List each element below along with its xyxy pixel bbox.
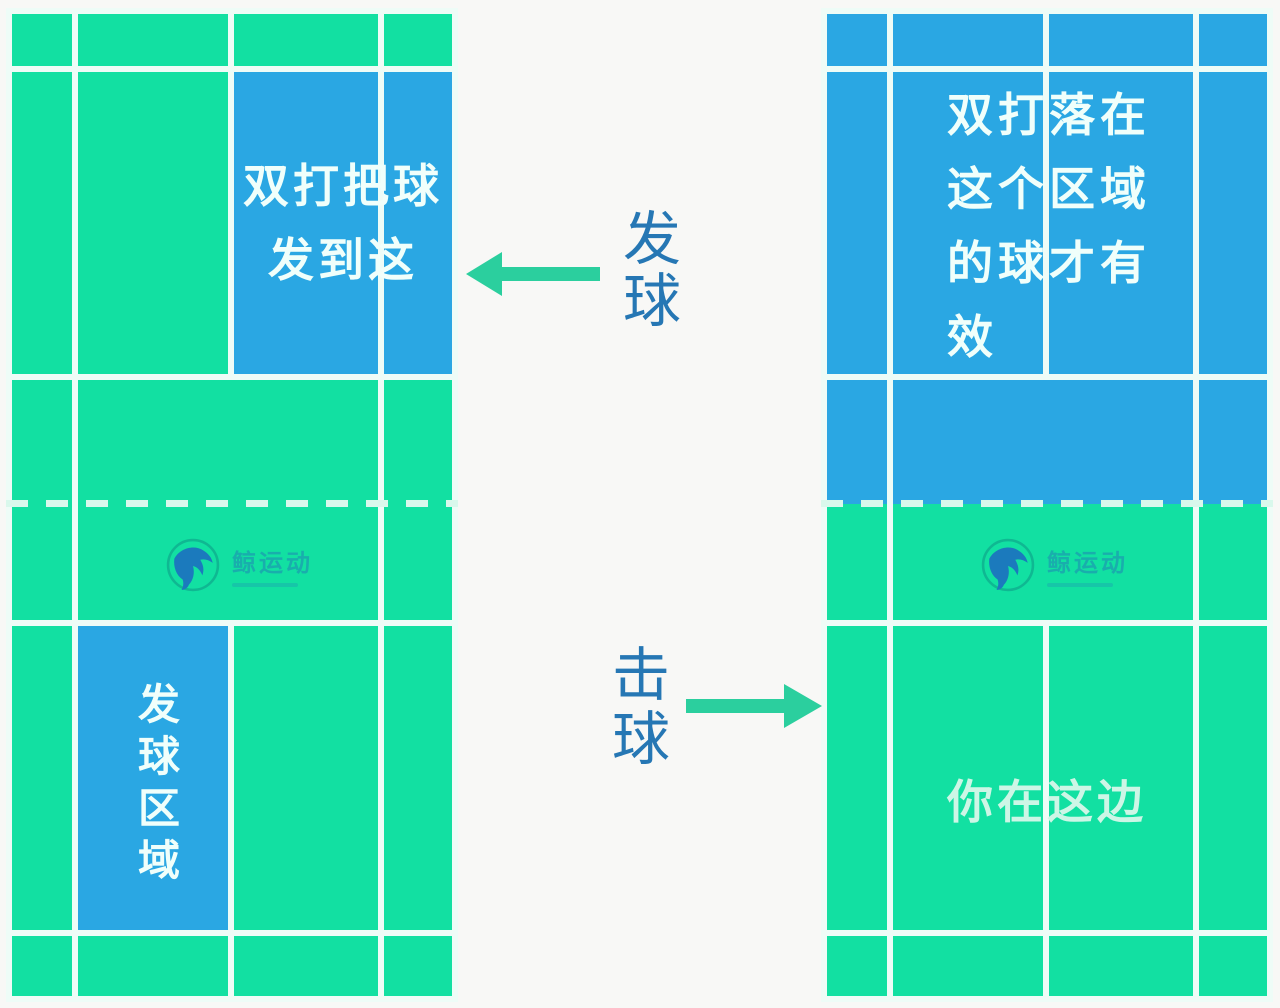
valid-zone-label: 双打落在 这个区域 的球才有 效	[947, 78, 1151, 374]
valid-zone-label-line: 这个区域	[947, 163, 1151, 215]
left-court-serve-zone	[74, 622, 232, 934]
serve-target-label: 双打把球 发到这	[228, 149, 458, 297]
doubles-long-service-line	[821, 66, 1273, 72]
serve-annotation-char: 发	[622, 207, 681, 272]
valid-zone-label-line: 双打落在	[947, 89, 1151, 141]
back-boundary-line	[6, 996, 458, 1002]
player-side-label: 你在这边	[947, 776, 1147, 828]
serve-target-label-line: 发到这	[268, 234, 418, 286]
serve-zone-label-char: 域	[137, 837, 180, 884]
center-line-bottom	[228, 620, 234, 1002]
watermark-brand-text: 鲸运动	[232, 550, 313, 577]
doubles-long-service-line	[6, 66, 458, 72]
hit-annotation-char: 击	[611, 643, 670, 708]
serve-annotation-char: 球	[622, 269, 681, 334]
center-line-top	[1043, 8, 1049, 380]
serve-target-label-line: 双打把球	[243, 160, 443, 212]
dolphin-icon	[981, 538, 1035, 592]
doubles-long-service-line	[821, 930, 1273, 936]
short-service-line	[821, 620, 1273, 626]
back-boundary-line	[6, 8, 458, 14]
watermark-logo: 鲸运动	[981, 538, 1128, 592]
short-service-line	[6, 374, 458, 380]
back-boundary-line	[821, 8, 1273, 14]
short-service-line	[821, 374, 1273, 380]
watermark-text-block: 鲸运动	[232, 543, 313, 587]
short-service-line	[6, 620, 458, 626]
net-dashed-line	[6, 500, 458, 507]
watermark-subtext-bar	[232, 583, 298, 587]
left-court: 双打把球 发到这 发 球 区 域 鲸运动	[6, 8, 458, 1002]
valid-zone-label-line: 的球才有	[947, 237, 1151, 289]
valid-zone-label-line: 效	[947, 311, 998, 363]
serve-zone-label: 发 球 区 域	[86, 679, 232, 887]
left-court-serve-target-zone	[228, 66, 458, 380]
serve-zone-label-char: 发	[137, 681, 180, 728]
center-line-top	[228, 8, 234, 380]
doubles-long-service-line	[6, 930, 458, 936]
watermark-logo: 鲸运动	[166, 538, 313, 592]
serve-zone-label-char: 区	[137, 785, 180, 832]
net-dashed-line	[821, 500, 1273, 507]
hit-arrow-icon	[686, 684, 822, 728]
watermark-subtext-bar	[1047, 583, 1113, 587]
serve-arrow-icon	[466, 252, 600, 296]
watermark-brand-text: 鲸运动	[1047, 550, 1128, 577]
serve-annotation: 发 球	[612, 209, 692, 333]
back-boundary-line	[821, 996, 1273, 1002]
watermark-text-block: 鲸运动	[1047, 543, 1128, 587]
right-court: 双打落在 这个区域 的球才有 效 你在这边 鲸运动	[821, 8, 1273, 1002]
hit-annotation: 击 球	[601, 644, 681, 772]
center-line-bottom	[1043, 620, 1049, 1002]
dolphin-icon	[166, 538, 220, 592]
hit-annotation-char: 球	[611, 707, 670, 772]
serve-zone-label-char: 球	[137, 733, 180, 780]
